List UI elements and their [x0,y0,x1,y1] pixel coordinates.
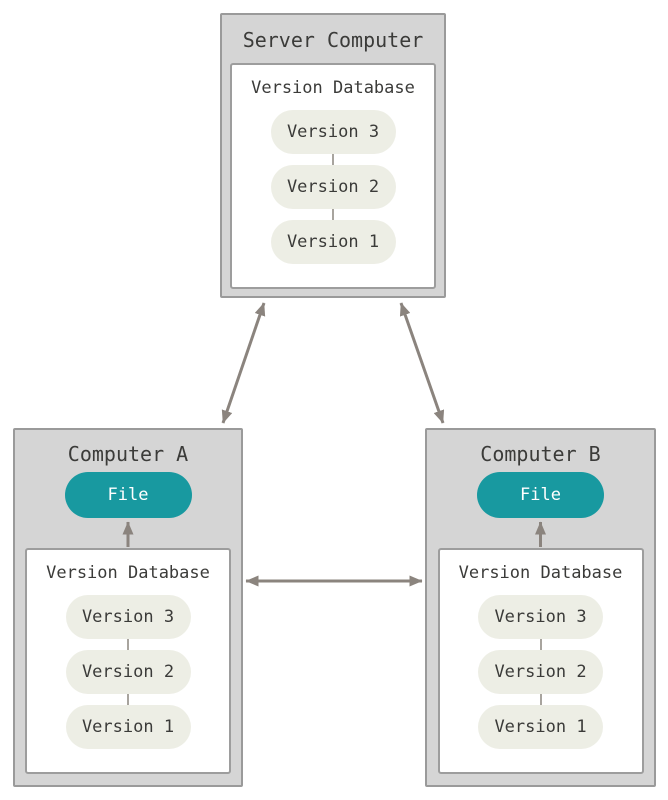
computer-a-title: Computer A [67,442,189,466]
version-database-title: Version Database [458,563,623,583]
server-computer-title: Server Computer [242,28,424,52]
version-connector-line [332,209,334,220]
server-computer-box: Server Computer Version Database Version… [220,13,446,298]
version-pill: Version 2 [65,650,191,694]
arrow-server-computer-a [221,302,266,424]
version-pill: Version 1 [65,705,191,749]
computer-a-box: Computer A File Version Database Version… [13,428,243,787]
version-pill: Version 3 [478,595,603,639]
version-pill: Version 1 [270,220,396,264]
version-pill: Version 1 [478,705,603,749]
version-connector-line [127,639,129,650]
computer-b-title: Computer B [480,442,601,466]
version-pill: Version 3 [270,110,396,154]
version-database-title: Version Database [251,78,415,98]
computer-b-box: Computer B File Version Database Version… [425,428,656,787]
file-pill: File [64,472,192,518]
version-database-title: Version Database [46,563,210,583]
version-pill: Version 2 [478,650,603,694]
version-pill: Version 3 [65,595,191,639]
version-connector-line [127,694,129,705]
arrow-server-computer-b [399,302,445,424]
computer-b-version-database-box: Version Database Version 3 Version 2 Ver… [437,548,644,774]
computer-a-version-database-box: Version Database Version 3 Version 2 Ver… [25,548,231,774]
version-connector-line [539,694,542,705]
file-pill: File [477,472,604,518]
version-pill: Version 2 [270,165,396,209]
version-connector-line [332,154,334,165]
version-connector-line [539,639,542,650]
server-version-database-box: Version Database Version 3 Version 2 Ver… [230,63,436,289]
